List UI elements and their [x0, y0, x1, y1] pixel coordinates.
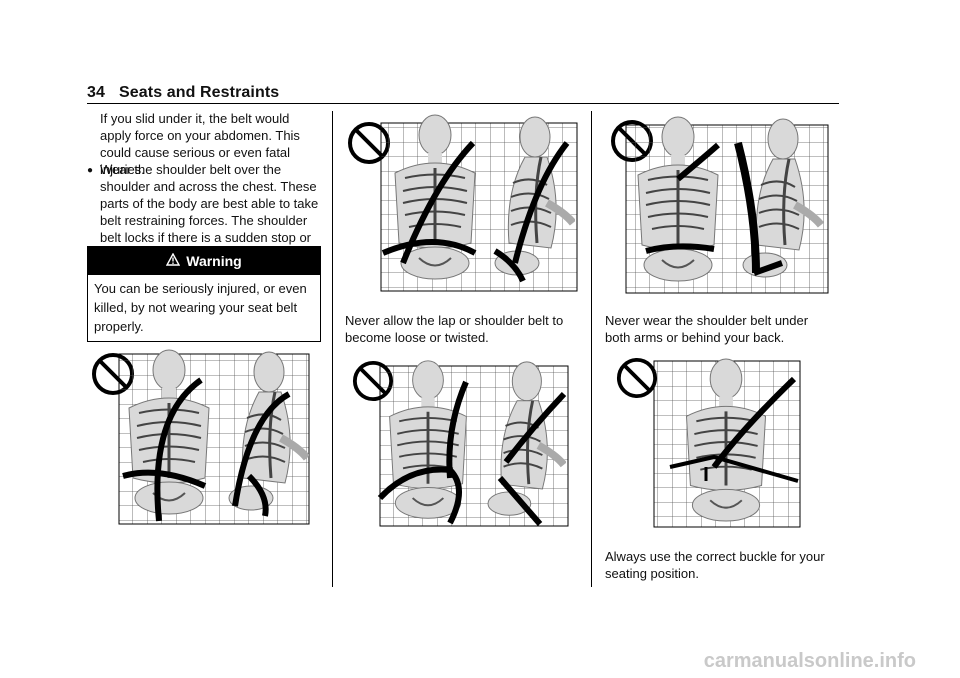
figure-belt-misuse-5: [616, 357, 801, 528]
caption: Never wear the shoulder belt under both …: [605, 313, 809, 345]
no-symbol-icon: [616, 357, 658, 399]
warning-box: Warning You can be seriously injured, or…: [87, 246, 321, 342]
warning-header: Warning: [88, 247, 320, 275]
figure-belt-misuse-4: [611, 113, 829, 294]
warning-title: Warning: [186, 253, 242, 269]
warning-text: You can be seriously injured, or even ki…: [94, 281, 307, 334]
section-title: Seats and Restraints: [119, 84, 280, 101]
figure-belt-misuse-2: [348, 113, 578, 292]
figure-belt-misuse-1: [92, 346, 310, 525]
figure-belt-misuse-3: [352, 358, 569, 527]
bullet-item: Wear the shoulder belt over the shoulder…: [100, 162, 319, 262]
header-rule: [87, 103, 839, 104]
column-divider: [332, 111, 333, 587]
caption: Always use the correct buckle for your s…: [605, 549, 825, 581]
bullet-icon: ●: [87, 165, 94, 176]
body-paragraph: If you slid under it, the belt would app…: [100, 111, 300, 177]
watermark: carmanualsonline.info: [703, 650, 916, 672]
column-divider: [591, 111, 592, 587]
page-number: 34: [87, 84, 105, 101]
page-header: 34 Seats and Restraints: [87, 84, 279, 102]
warning-triangle-icon: [166, 252, 181, 269]
caption: Never allow the lap or shoulder belt to …: [345, 313, 564, 345]
